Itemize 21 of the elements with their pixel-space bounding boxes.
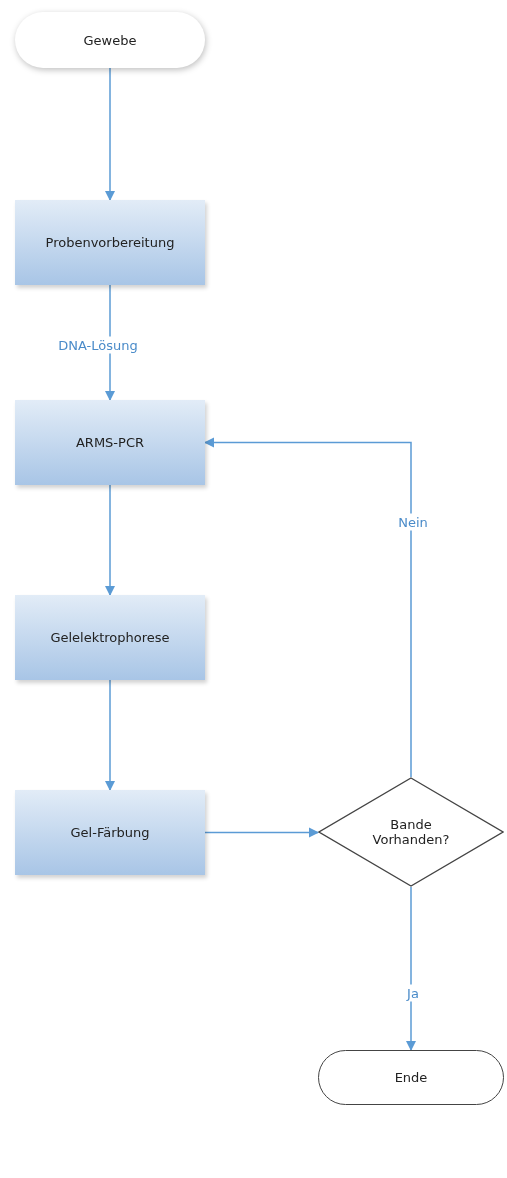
start-terminator: [15, 12, 205, 68]
process-box: [15, 200, 205, 285]
edge-label: Ja: [405, 984, 421, 1002]
process-box: [15, 595, 205, 680]
node-text: Bande Vorhanden?: [371, 817, 451, 847]
arrow: [204, 827, 320, 838]
arrow: [405, 886, 417, 1052]
decision-diamond: [318, 777, 504, 887]
process-box: [15, 400, 205, 485]
node-text: Gelelektrophorese: [50, 630, 170, 645]
arrow: [104, 484, 116, 597]
process-box: [15, 790, 205, 875]
node-text: Ende: [394, 1070, 428, 1085]
node-text: Probenvorbereitung: [45, 235, 175, 250]
arrow: [104, 679, 116, 792]
edge-label: Nein: [396, 513, 430, 531]
edge-label: DNA-Lösung: [56, 336, 140, 354]
node-text: Gel-Färbung: [70, 825, 150, 840]
node-text: Gewebe: [83, 32, 137, 48]
node-text: ARMS-PCR: [75, 435, 144, 450]
arrow: [104, 67, 116, 202]
